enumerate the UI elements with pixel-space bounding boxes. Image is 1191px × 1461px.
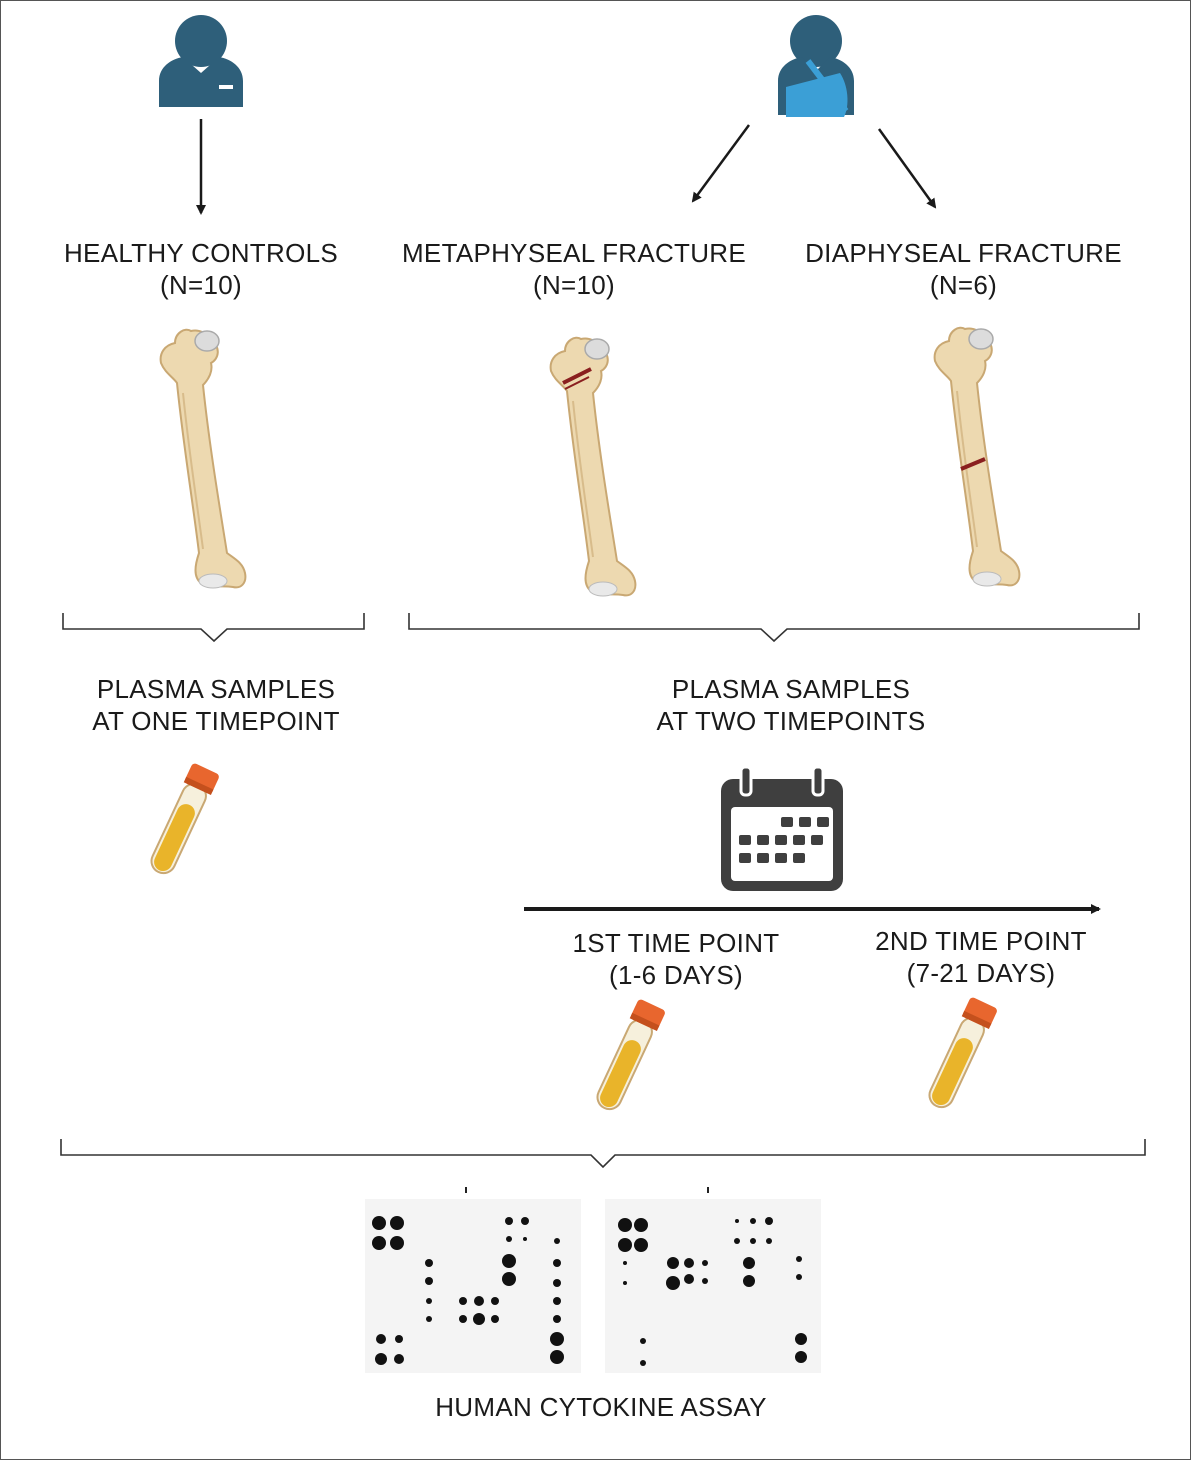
timepoint-first-line1: 1ST TIME POINT [541,927,811,959]
arrow-diaphyseal [879,129,935,207]
cytokine-array-blot [365,1187,821,1373]
sampling-one-line1: PLASMA SAMPLES [61,673,371,705]
blood-tube-second-icon [923,996,998,1112]
healthy-person-icon [159,15,243,107]
group-label-diaphyseal: DIAPHYSEAL FRACTURE (N=6) [791,237,1136,301]
sampling-two-line1: PLASMA SAMPLES [631,673,951,705]
group-name-metaphyseal: METAPHYSEAL FRACTURE [399,237,749,269]
calendar-icon [721,767,843,891]
group-count-metaphyseal: (N=10) [399,269,749,301]
group-label-healthy: HEALTHY CONTROLS (N=10) [51,237,351,301]
bracket-assay [61,1139,1145,1167]
sampling-label-one: PLASMA SAMPLES AT ONE TIMEPOINT [61,673,371,737]
assay-label-text: HUMAN CYTOKINE ASSAY [401,1391,801,1423]
blood-tube-icon [145,762,220,878]
blood-tube-first-icon [591,998,666,1114]
bracket-fracture [409,613,1139,641]
sampling-two-line2: AT TWO TIMEPOINTS [631,705,951,737]
sampling-one-line2: AT ONE TIMEPOINT [61,705,371,737]
timepoint-first-line2: (1-6 DAYS) [541,959,811,991]
timepoint-second-line1: 2ND TIME POINT [846,925,1116,957]
group-name-diaphyseal: DIAPHYSEAL FRACTURE [791,237,1136,269]
group-count-healthy: (N=10) [51,269,351,301]
timepoint-label-second: 2ND TIME POINT (7-21 DAYS) [846,925,1116,989]
femur-icon [161,330,246,588]
bracket-healthy [63,613,364,641]
arrow-metaphyseal [693,125,749,201]
sampling-label-two: PLASMA SAMPLES AT TWO TIMEPOINTS [631,673,951,737]
group-count-diaphyseal: (N=6) [791,269,1136,301]
femur-metaphyseal-icon [551,338,636,596]
group-name-healthy: HEALTHY CONTROLS [51,237,351,269]
injured-person-icon [778,15,854,117]
femur-diaphyseal-icon [935,328,1020,586]
timepoint-label-first: 1ST TIME POINT (1-6 DAYS) [541,927,811,991]
timepoint-second-line2: (7-21 DAYS) [846,957,1116,989]
assay-label: HUMAN CYTOKINE ASSAY [401,1391,801,1423]
group-label-metaphyseal: METAPHYSEAL FRACTURE (N=10) [399,237,749,301]
